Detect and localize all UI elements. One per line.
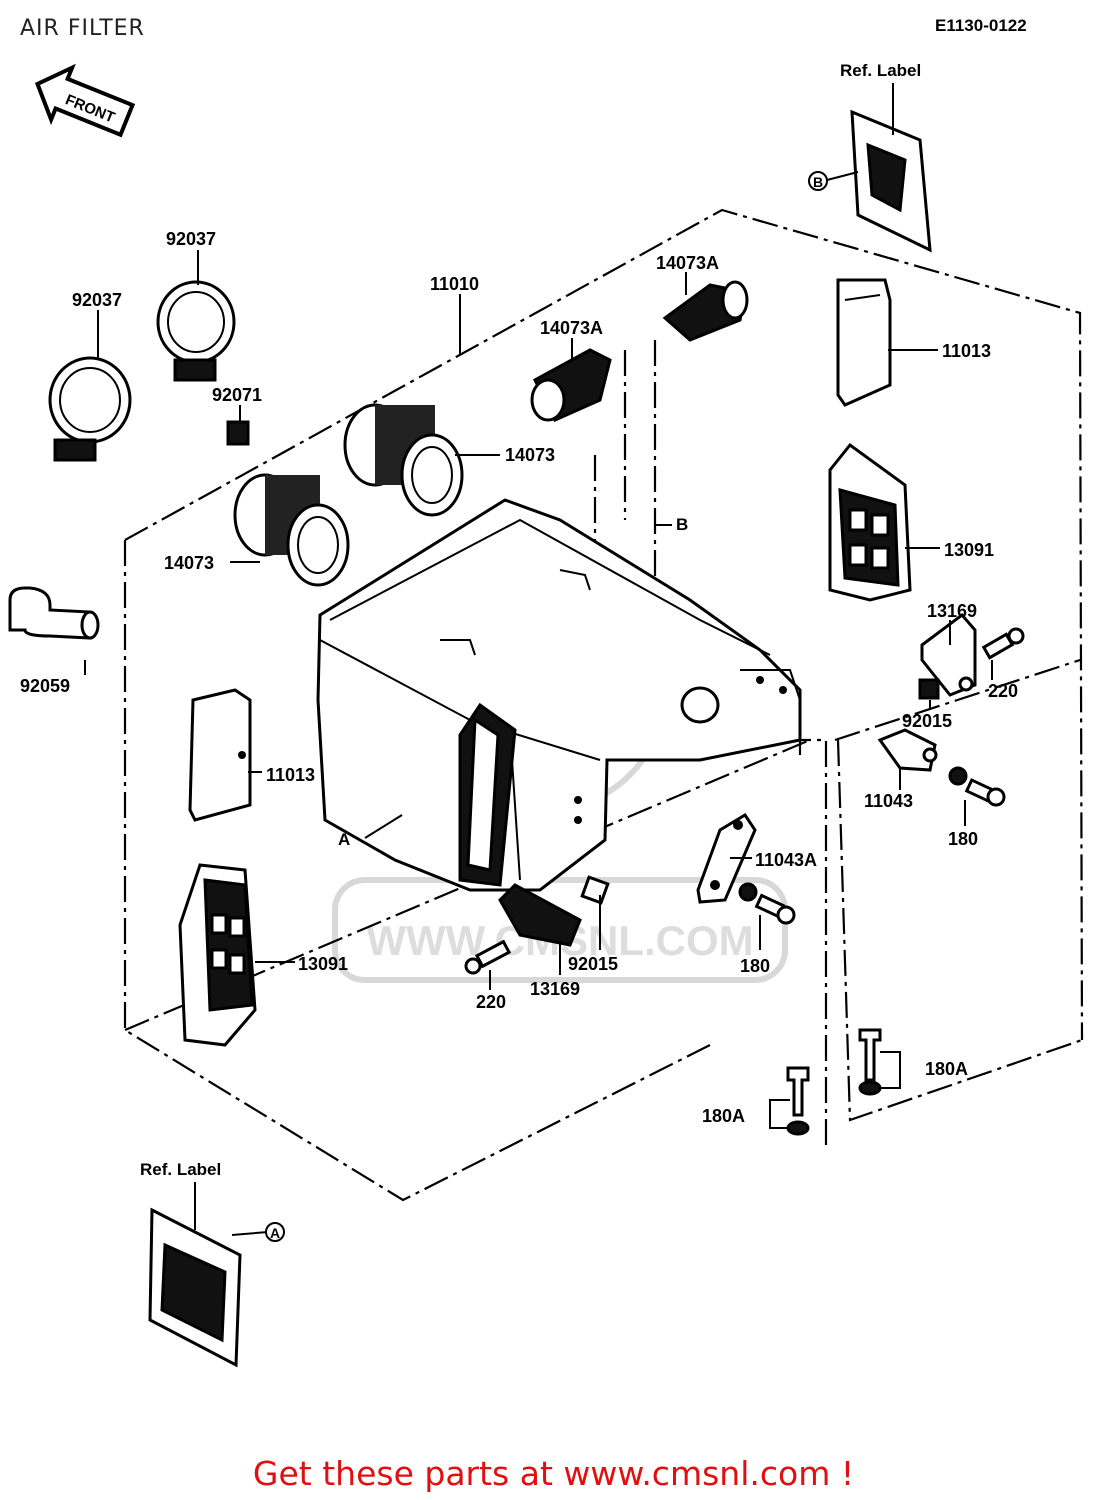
part-number-220-mid: 220 [476,992,506,1012]
part-number-92059: 92059 [20,676,70,696]
plug-92071-icon [226,420,250,446]
bolt-180-right-icon [948,766,1006,807]
part-number-13091-right: 13091 [944,540,994,560]
bolt-180a-left-icon [786,1066,810,1136]
part-number-11043: 11043 [864,791,913,811]
bracket-13169-right-icon [920,612,1025,697]
part-number-11043a: 11043A [755,850,817,870]
part-number-180a-right: 180A [925,1059,968,1079]
part-number-13091-left: 13091 [298,954,348,974]
part-number-92037-lower: 92037 [72,290,122,310]
duct-14073-upper-icon [343,403,464,517]
ref-label-bottom-icon [148,1207,242,1368]
rubber-92015-mid-icon [580,875,610,905]
duct-14073-lower-icon [233,473,350,587]
element-13091-left-icon [178,863,257,1047]
part-number-92071: 92071 [212,385,262,405]
hose-92059-icon [8,586,100,640]
ref-a-marker: A [270,1225,280,1241]
part-number-13169-right: 13169 [927,601,977,621]
ref-b-marker: B [813,174,823,190]
bolt-180-mid-icon [738,882,796,925]
bolt-220-mid-icon [464,939,512,975]
part-number-92015-mid: 92015 [568,954,618,974]
part-number-11010: 11010 [430,274,479,294]
clamp-92037-lower-icon [48,356,132,462]
element-13091-right-icon [828,442,912,602]
part-number-14073a-left: 14073A [540,318,603,338]
part-number-14073-lower: 14073 [164,553,214,573]
bracket-11043a-icon [696,812,757,904]
bracket-11043-icon [877,728,938,772]
footer-parts-link[interactable]: Get these parts at www.cmsnl.com ! [252,1454,855,1493]
page-title: AIR FILTER [20,16,145,41]
plate-11013-right-icon [836,278,892,407]
ref-label-bottom: Ref. Label [140,1160,221,1179]
part-number-180a-left: 180A [702,1106,745,1126]
part-number-11013-right: 11013 [942,341,991,361]
rubber-92015-right-icon [918,678,940,700]
ref-b-case: B [676,515,688,534]
part-number-13169-mid: 13169 [530,979,580,999]
part-number-220-right: 220 [988,681,1018,701]
drawing-code: E1130-0122 [935,16,1027,35]
part-number-14073-upper: 14073 [505,445,555,465]
ref-b-marker-icon: B [808,171,828,191]
ref-label-top-icon [850,109,932,253]
ref-a-marker-icon: A [265,1222,285,1242]
part-number-92037-upper: 92037 [166,229,216,249]
part-number-11013-left: 11013 [266,765,315,785]
part-number-180-right: 180 [948,829,978,849]
air-filter-case [316,498,802,892]
ref-label-top: Ref. Label [840,61,921,80]
part-number-14073a-right: 14073A [656,253,719,273]
ref-a-case: A [338,830,350,849]
bolt-180a-right-icon [858,1028,882,1096]
bracket-13169-mid-icon [498,883,582,947]
clamp-92037-upper-icon [156,280,236,382]
plate-11013-left-icon [188,688,252,822]
part-number-92015-right: 92015 [902,711,952,731]
leader-lines [84,83,993,1236]
front-arrow-icon: FRONT [34,63,136,138]
cap-14073a-right-icon [662,280,749,342]
cap-14073a-left-icon [530,348,612,422]
part-number-180-mid: 180 [740,956,770,976]
